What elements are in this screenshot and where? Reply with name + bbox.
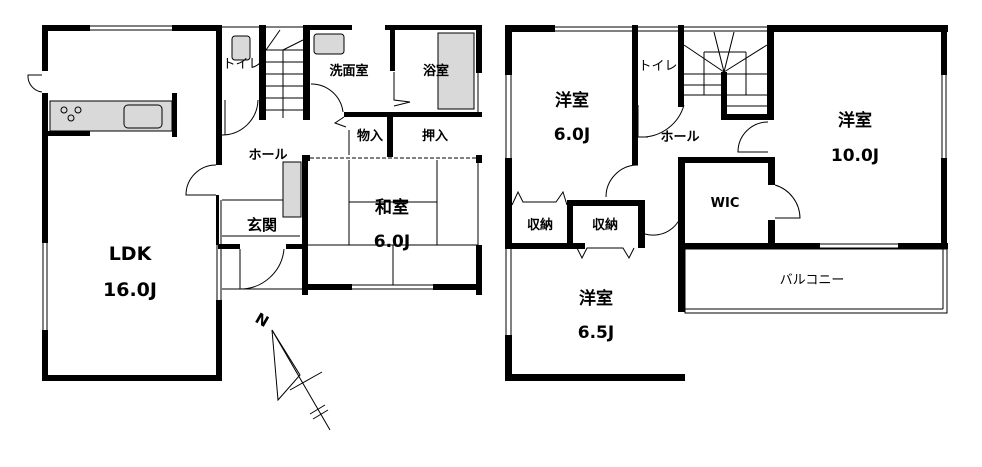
tatami-lines xyxy=(308,160,478,285)
room-name-room-b: 洋室 xyxy=(838,110,872,131)
room-name-ldk: LDK xyxy=(109,243,153,265)
stairs xyxy=(265,29,304,118)
door xyxy=(605,164,639,198)
wall xyxy=(42,330,48,380)
stove-burner-icon xyxy=(60,106,68,114)
folding-door xyxy=(333,116,347,128)
wall xyxy=(216,300,222,380)
wall xyxy=(172,25,222,31)
room-name-hall: ホール xyxy=(248,148,287,163)
room-name-washroom: 洗面室 xyxy=(329,63,368,79)
room-size-room-c: 6.5J xyxy=(578,323,614,343)
wall xyxy=(390,25,395,71)
wall xyxy=(259,25,266,120)
room-name-closet: 押入 xyxy=(422,128,448,144)
room-name-toilet: トイレ xyxy=(222,57,261,72)
wall xyxy=(42,25,48,71)
compass: N xyxy=(252,309,331,431)
room-name-entrance: 玄関 xyxy=(247,216,277,234)
wall xyxy=(387,117,393,157)
wall xyxy=(42,25,90,31)
shoe-cabinet xyxy=(282,161,302,218)
room-name-storage: 物入 xyxy=(357,128,383,144)
floor-2: 洋室 6.0J トイレ ホール 洋室 10.0J 収納 収納 WIC 洋室 6.… xyxy=(505,25,948,381)
wall xyxy=(216,25,222,165)
toilet-icon xyxy=(231,35,251,61)
room-name-bath: 浴室 xyxy=(423,63,449,79)
wall xyxy=(42,93,48,243)
wall xyxy=(172,93,177,137)
room-name-hall-2f: ホール xyxy=(660,130,699,145)
balcony-rail xyxy=(684,248,948,314)
door xyxy=(221,99,259,136)
kitchen-counter xyxy=(49,100,173,132)
room-name-storage-2: 収納 xyxy=(592,217,618,233)
door xyxy=(185,164,217,196)
room-name-balcony: バルコニー xyxy=(780,273,845,288)
wall xyxy=(303,25,310,120)
bathtub-icon xyxy=(437,32,475,110)
stove-burner-icon xyxy=(67,114,75,122)
north-arrow-icon xyxy=(271,329,301,402)
compass-north-label: N xyxy=(252,309,272,331)
sink-icon xyxy=(123,104,163,129)
room-size-room-b: 10.0J xyxy=(831,146,879,166)
room-size-ldk: 16.0J xyxy=(103,279,157,301)
washbasin-icon xyxy=(313,33,345,55)
folding-door xyxy=(393,72,411,107)
room-name-room-a: 洋室 xyxy=(555,90,589,111)
room-name-room-c: 洋室 xyxy=(579,288,613,309)
door xyxy=(27,74,43,93)
room-size-room-a: 6.0J xyxy=(554,125,590,145)
room-name-storage-1: 収納 xyxy=(527,217,553,233)
stairs xyxy=(683,25,774,120)
room-size-washitsu: 6.0J xyxy=(374,232,410,252)
stove-burner-icon xyxy=(74,106,82,114)
folding-door xyxy=(576,247,635,260)
floor-1: N LDK 16.0J トイレ 洗面室 浴室 物入 押入 ホール 玄関 和室 6… xyxy=(27,25,482,431)
door xyxy=(639,104,685,138)
door xyxy=(774,184,801,219)
room-name-wic: WIC xyxy=(711,196,740,211)
wall xyxy=(302,155,308,295)
wall xyxy=(344,112,482,117)
wall xyxy=(42,375,222,381)
folding-door xyxy=(511,190,568,206)
door xyxy=(737,121,769,153)
room-name-washitsu: 和室 xyxy=(375,197,409,218)
room-name-toilet-2f: トイレ xyxy=(638,59,677,74)
door xyxy=(310,83,344,113)
entrance-door xyxy=(239,248,285,290)
door xyxy=(644,201,684,236)
